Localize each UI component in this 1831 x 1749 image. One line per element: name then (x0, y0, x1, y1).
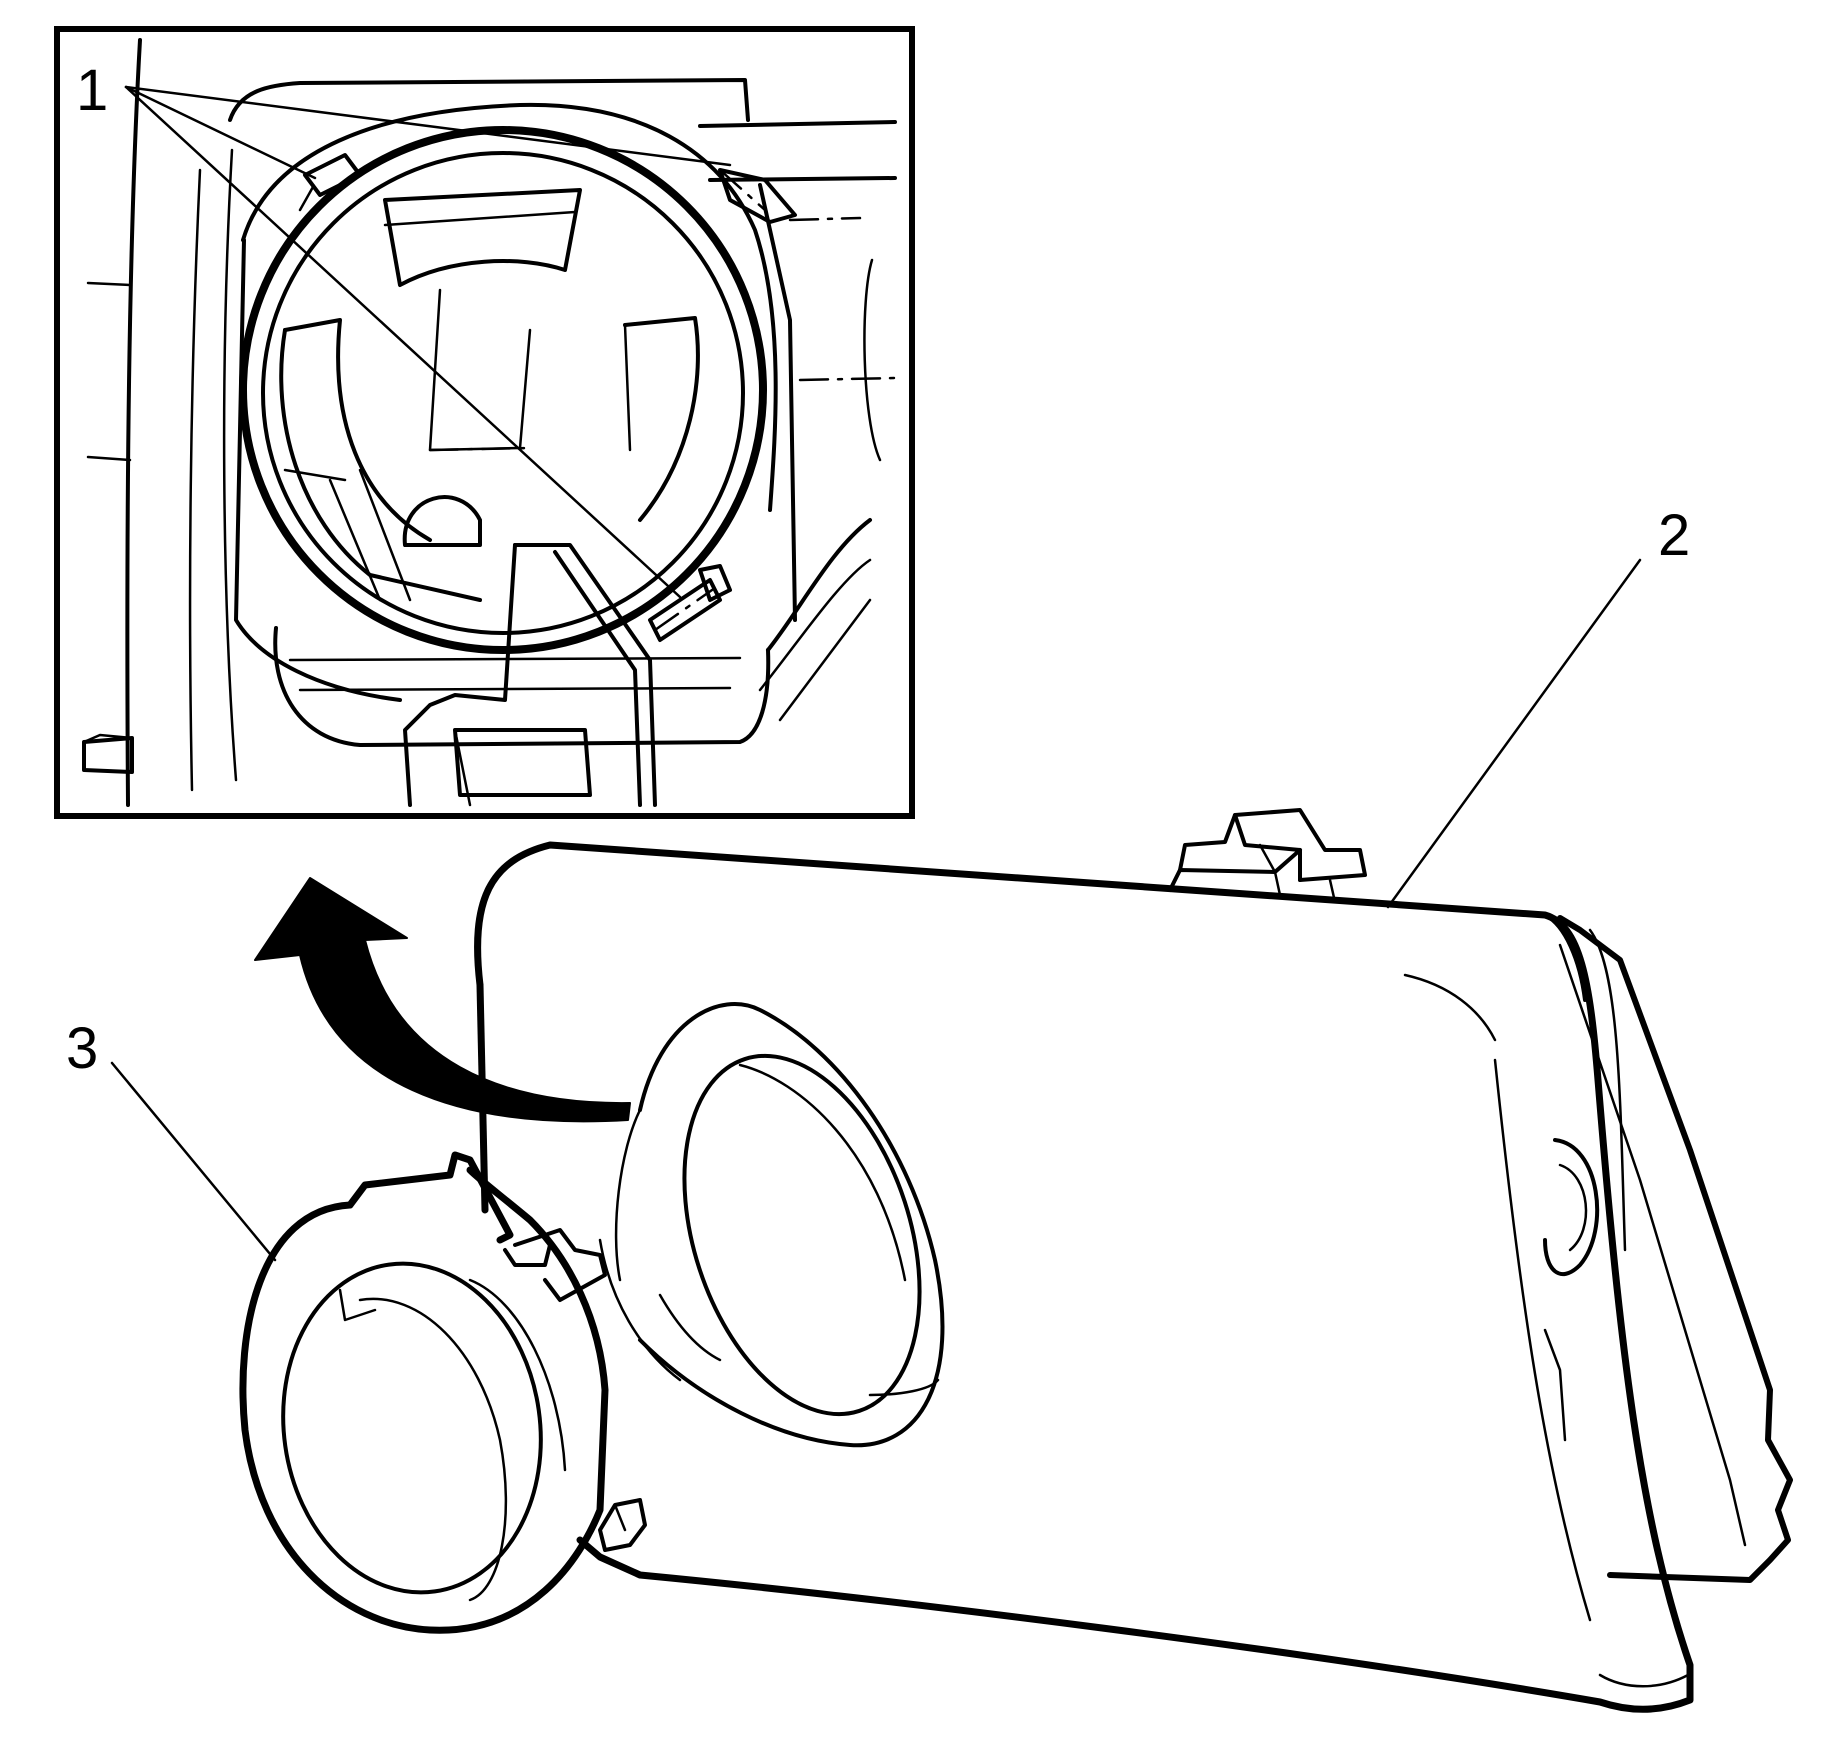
bulb-retaining-ring (239, 1151, 609, 1634)
callout-1-label: 1 (76, 58, 108, 123)
inset-frame (54, 26, 915, 819)
callout-3-leader (110, 1061, 277, 1262)
callout-2-leader (1386, 558, 1642, 909)
inset-bracket (403, 543, 657, 807)
callout-2-label: 2 (1658, 503, 1690, 568)
inset-housing (82, 38, 897, 807)
bezel-lamp-opening (598, 1002, 945, 1448)
removal-direction-arrow (254, 877, 631, 1123)
detail-inset: 1 (54, 26, 915, 819)
callout-3-label: 3 (66, 1016, 98, 1081)
inset-lamp-ring (239, 126, 767, 654)
bezel-mount-tab (1168, 808, 1367, 904)
headlamp-bezel (474, 808, 1793, 1713)
bezel-face (474, 841, 1694, 1713)
inset-retaining-tabs (298, 153, 797, 642)
callout-1-leaders (124, 85, 732, 599)
